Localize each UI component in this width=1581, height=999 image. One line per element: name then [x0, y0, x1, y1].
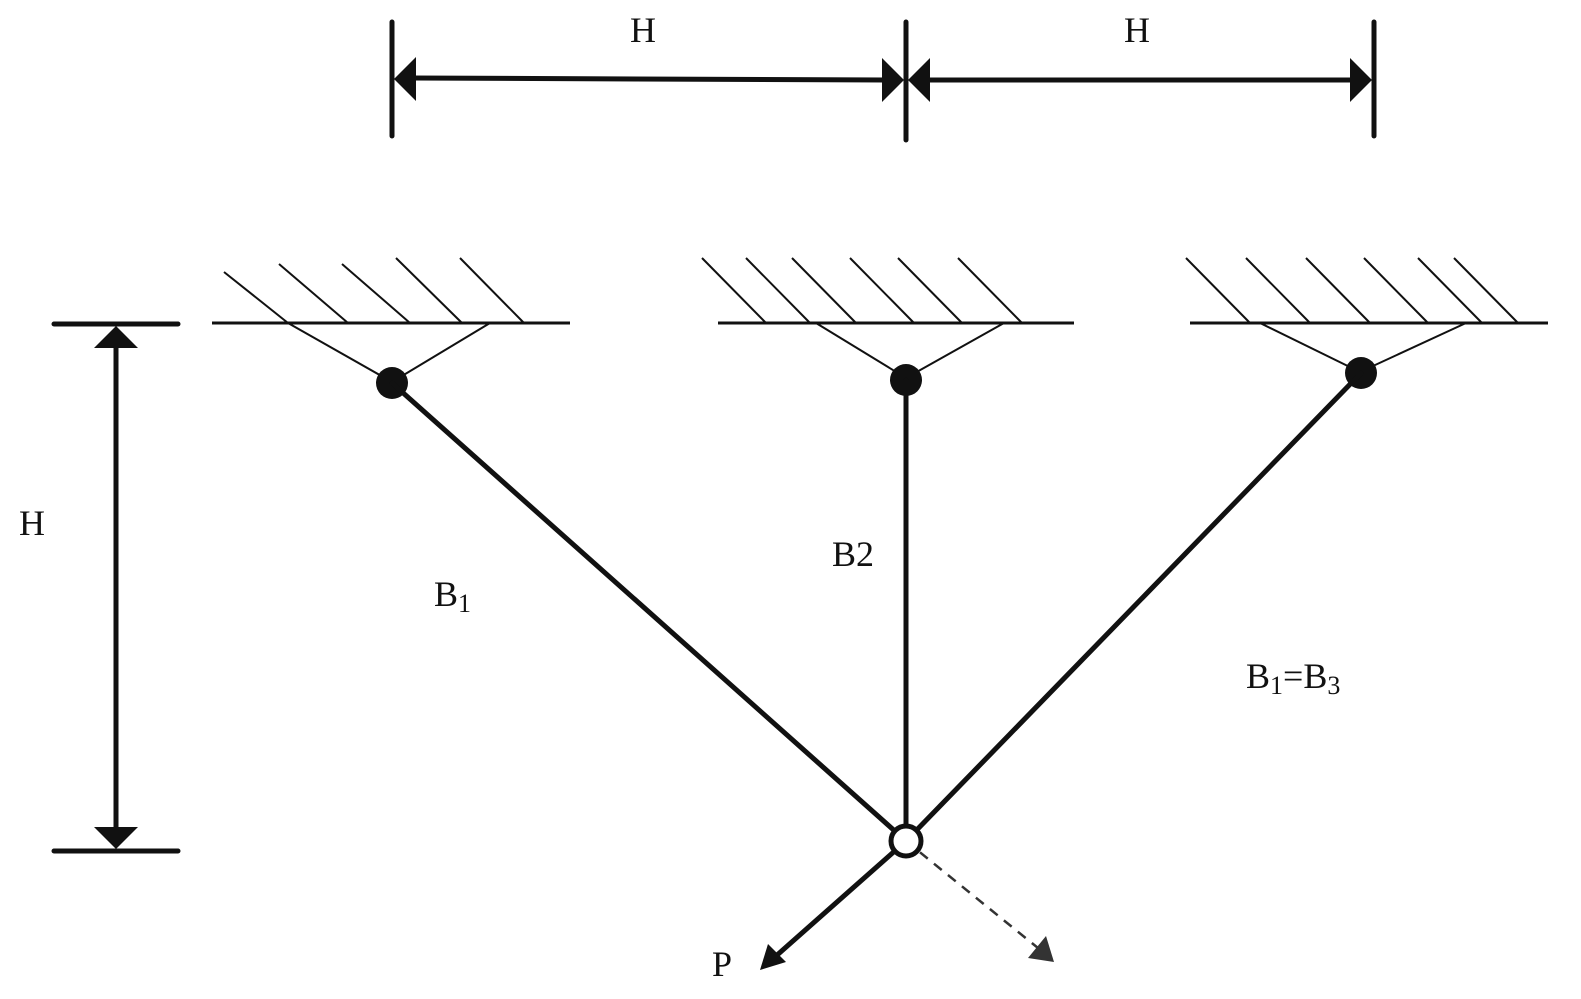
- bar-b3: [903, 370, 1364, 844]
- label-load-p: P: [712, 944, 732, 984]
- label-b1-equals-b3: B1=B3: [1246, 656, 1340, 700]
- load-arrow-head: [760, 944, 786, 970]
- label-b2: B2: [832, 534, 874, 574]
- bar-b1: [389, 380, 909, 844]
- dim-label-left: H: [19, 503, 45, 543]
- free-node: [888, 823, 924, 859]
- support-left: [212, 257, 570, 399]
- dim-line-left: [409, 75, 889, 83]
- top-dimension: H H: [389, 10, 1377, 143]
- dim-arrow-up-head: [94, 326, 138, 348]
- load-arrow-shaft: [773, 838, 909, 959]
- dim-arrow-down-head: [94, 827, 138, 849]
- dim-label-top-right: H: [1124, 10, 1150, 50]
- dim-arrow-mid-right-head: [908, 58, 930, 102]
- left-dimension: H: [19, 321, 181, 854]
- dim-arrow-left-head: [394, 57, 416, 101]
- dim-arrow-mid-left-head: [882, 58, 904, 102]
- dim-arrow-right-head: [1350, 58, 1372, 102]
- dim-label-top-left: H: [630, 10, 656, 50]
- support-middle: [701, 257, 1074, 396]
- label-b1: B1: [434, 574, 471, 618]
- displacement-dashed-line: [905, 840, 1039, 949]
- displacement-arrow-head: [1028, 936, 1054, 962]
- support-right: [1185, 257, 1548, 389]
